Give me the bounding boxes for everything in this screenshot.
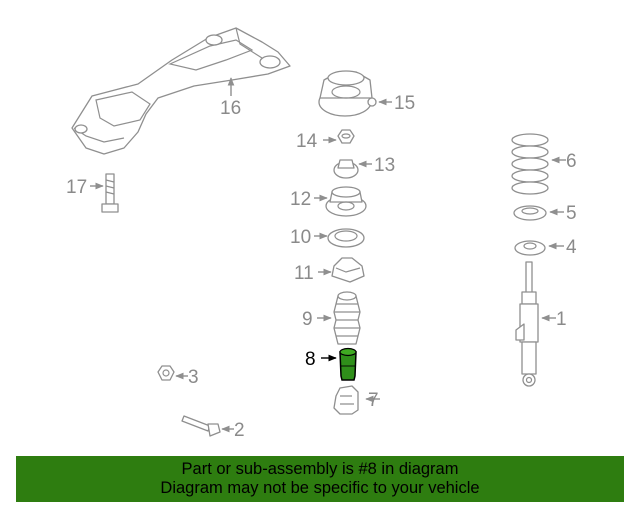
part-15-strut-mount [318, 70, 377, 117]
callout-6: 6 [566, 151, 577, 172]
part-1-strut [515, 261, 539, 387]
callout-7: 7 [368, 390, 379, 411]
parts-diagram: 16 15 14 13 12 10 11 [66, 27, 577, 441]
part-9-dust-boot [333, 291, 361, 345]
callout-9: 9 [302, 309, 313, 330]
callout-16: 16 [220, 98, 241, 119]
part-17-bolt [101, 173, 119, 213]
part-13-bearing [333, 159, 359, 179]
callout-3: 3 [188, 367, 199, 388]
callout-17: 17 [66, 177, 87, 198]
callout-13: 13 [374, 155, 395, 176]
part-6-coil-spring [511, 133, 549, 195]
callout-11: 11 [294, 263, 314, 284]
part-3-nut [157, 365, 175, 381]
part-10-insulator [327, 228, 365, 248]
part-12-spring-seat [325, 186, 367, 217]
banner-line-2: Diagram may not be specific to your vehi… [160, 479, 480, 497]
callout-5: 5 [566, 203, 577, 224]
part-11-dust-cap [331, 257, 365, 283]
callout-12: 12 [290, 189, 311, 210]
part-7-bracket [333, 385, 359, 415]
part-4-lower-seat [514, 240, 546, 256]
banner-line-1: Part or sub-assembly is #8 in diagram [181, 460, 459, 478]
part-2-bolt [181, 415, 221, 437]
part-5-spring-insulator [513, 205, 547, 221]
callout-8: 8 [305, 349, 316, 370]
callout-4: 4 [566, 237, 577, 258]
callout-14: 14 [296, 131, 318, 152]
part-16-crossmember [71, 27, 291, 155]
callout-1: 1 [556, 309, 567, 330]
info-banner: Part or sub-assembly is #8 in diagram Di… [16, 456, 624, 502]
callout-2: 2 [234, 420, 245, 441]
callout-15: 15 [394, 93, 415, 114]
callout-10: 10 [290, 227, 311, 248]
part-14-nut [337, 129, 355, 144]
part-8-bump-stop [339, 347, 357, 381]
